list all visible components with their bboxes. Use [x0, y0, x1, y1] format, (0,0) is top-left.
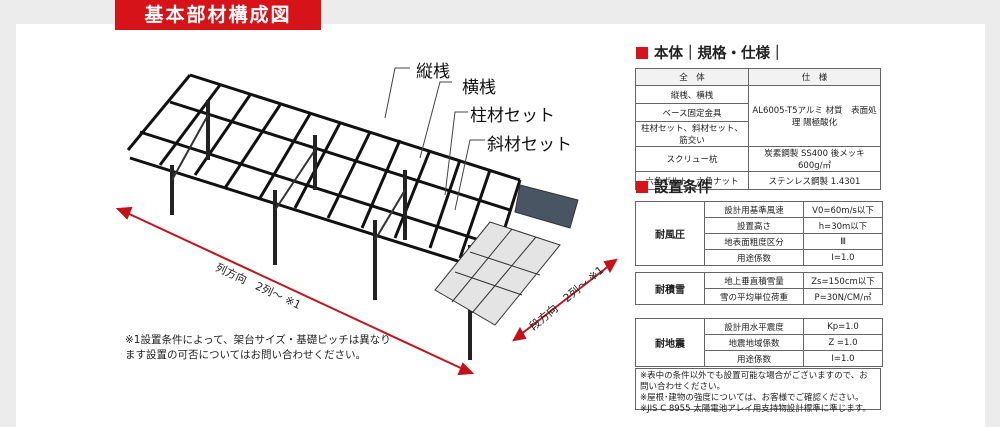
condition-category: 耐積雪 — [635, 272, 705, 305]
condition-key: 設計用水平震度 — [704, 318, 804, 335]
footnote-line: ※表中の条件以外でも設置可能な場合がございますので、お問い合わせください。 — [640, 371, 868, 392]
spec-header-spec: 仕 様 — [748, 68, 881, 86]
seismic-condition-table: 耐地震 設計用水平震度 Kp=1.0 地震地域係数 Z =1.0 用途係数 I=… — [635, 318, 883, 367]
condition-key: 用途係数 — [704, 350, 804, 367]
spec-part: 柱材セット、斜材セット、筋交い — [635, 121, 749, 147]
installation-note: ※1設置条件によって、架台サイズ・基礎ピッチは異なり ます設置の可否についてはお… — [125, 334, 391, 361]
label-post-set: 柱材セット — [470, 106, 555, 126]
condition-key: 用途係数 — [704, 249, 804, 266]
conditions-footnote: ※表中の条件以外でも設置可能な場合がございますので、お問い合わせください。 ※屋… — [635, 368, 881, 414]
conditions-heading: 設置条件 — [636, 176, 712, 197]
condition-key: 地上垂直積雪量 — [704, 272, 804, 289]
spec-value: ステンレス鋼製 1.4301 — [748, 171, 881, 190]
condition-value: Ⅲ — [803, 233, 883, 250]
condition-value: Z =1.0 — [803, 334, 883, 351]
condition-key: 設置高さ — [704, 217, 804, 234]
condition-value: Kp=1.0 — [803, 318, 883, 335]
spec-table: 全 体 仕 様 縦桟、横桟 AL6005-T5アルミ 材質 表面処理 陽極酸化 … — [635, 68, 881, 190]
right-margin-bar — [985, 0, 1000, 427]
spec-part: ベース固定金具 — [635, 103, 749, 122]
frame-rails — [126, 73, 522, 270]
condition-key: 雪の平均単位荷重 — [704, 288, 804, 305]
condition-value: I=1.0 — [803, 249, 883, 266]
footnote-line: ※JIS C 8955 太陽電池アレイ用支持物設計標準に準じます。 — [640, 404, 871, 414]
left-margin-bar — [0, 0, 16, 427]
spec-part: スクリュー杭 — [635, 146, 749, 172]
condition-category: 耐地震 — [635, 318, 705, 367]
spec-part: 縦桟、横桟 — [635, 85, 749, 104]
condition-key: 地表面粗度区分 — [704, 233, 804, 250]
condition-value: I=1.0 — [803, 350, 883, 367]
label-brace-set: 斜材セット — [487, 135, 572, 155]
condition-category: 耐風圧 — [635, 201, 705, 266]
red-square-icon — [636, 180, 648, 193]
spec-value: AL6005-T5アルミ 材質 表面処理 陽極酸化 — [748, 85, 881, 147]
spec-value: 炭素鋼製 SS400 後メッキ 600g/㎡ — [748, 146, 881, 172]
footnote-line: ※屋根･建物の強度については、お客様でご確認ください。 — [640, 393, 864, 403]
label-vertical-rail: 縦桟 — [416, 62, 450, 82]
snow-condition-table: 耐積雪 地上垂直積雪量 Zs=150cm以下 雪の平均単位荷重 P=30N/CM… — [635, 272, 883, 305]
braces — [171, 114, 406, 241]
spec-heading: 本体｜規格・仕様｜ — [636, 42, 785, 63]
mounting-structure-diagram — [115, 67, 618, 376]
page-title: 基本部材構成図 — [115, 0, 321, 30]
wind-condition-table: 耐風圧 設計用基準風速 V0=60m/s以下 設置高さ h=30m以下 地表面粗… — [635, 201, 883, 266]
pointer-lines — [384, 67, 485, 211]
condition-key: 地震地域係数 — [704, 334, 804, 351]
condition-value: P=30N/CM/㎡ — [803, 288, 883, 305]
solar-panel-array — [434, 221, 561, 326]
dimension-arrows — [115, 206, 618, 376]
label-horizontal-rail: 横桟 — [462, 78, 496, 98]
red-square-icon — [636, 46, 648, 59]
condition-key: 設計用基準風速 — [704, 201, 804, 218]
condition-value: h=30m以下 — [803, 217, 883, 234]
condition-value: Zs=150cm以下 — [803, 272, 883, 289]
spec-header-part: 全 体 — [635, 68, 749, 86]
single-solar-panel — [514, 184, 579, 229]
condition-value: V0=60m/s以下 — [803, 201, 883, 218]
